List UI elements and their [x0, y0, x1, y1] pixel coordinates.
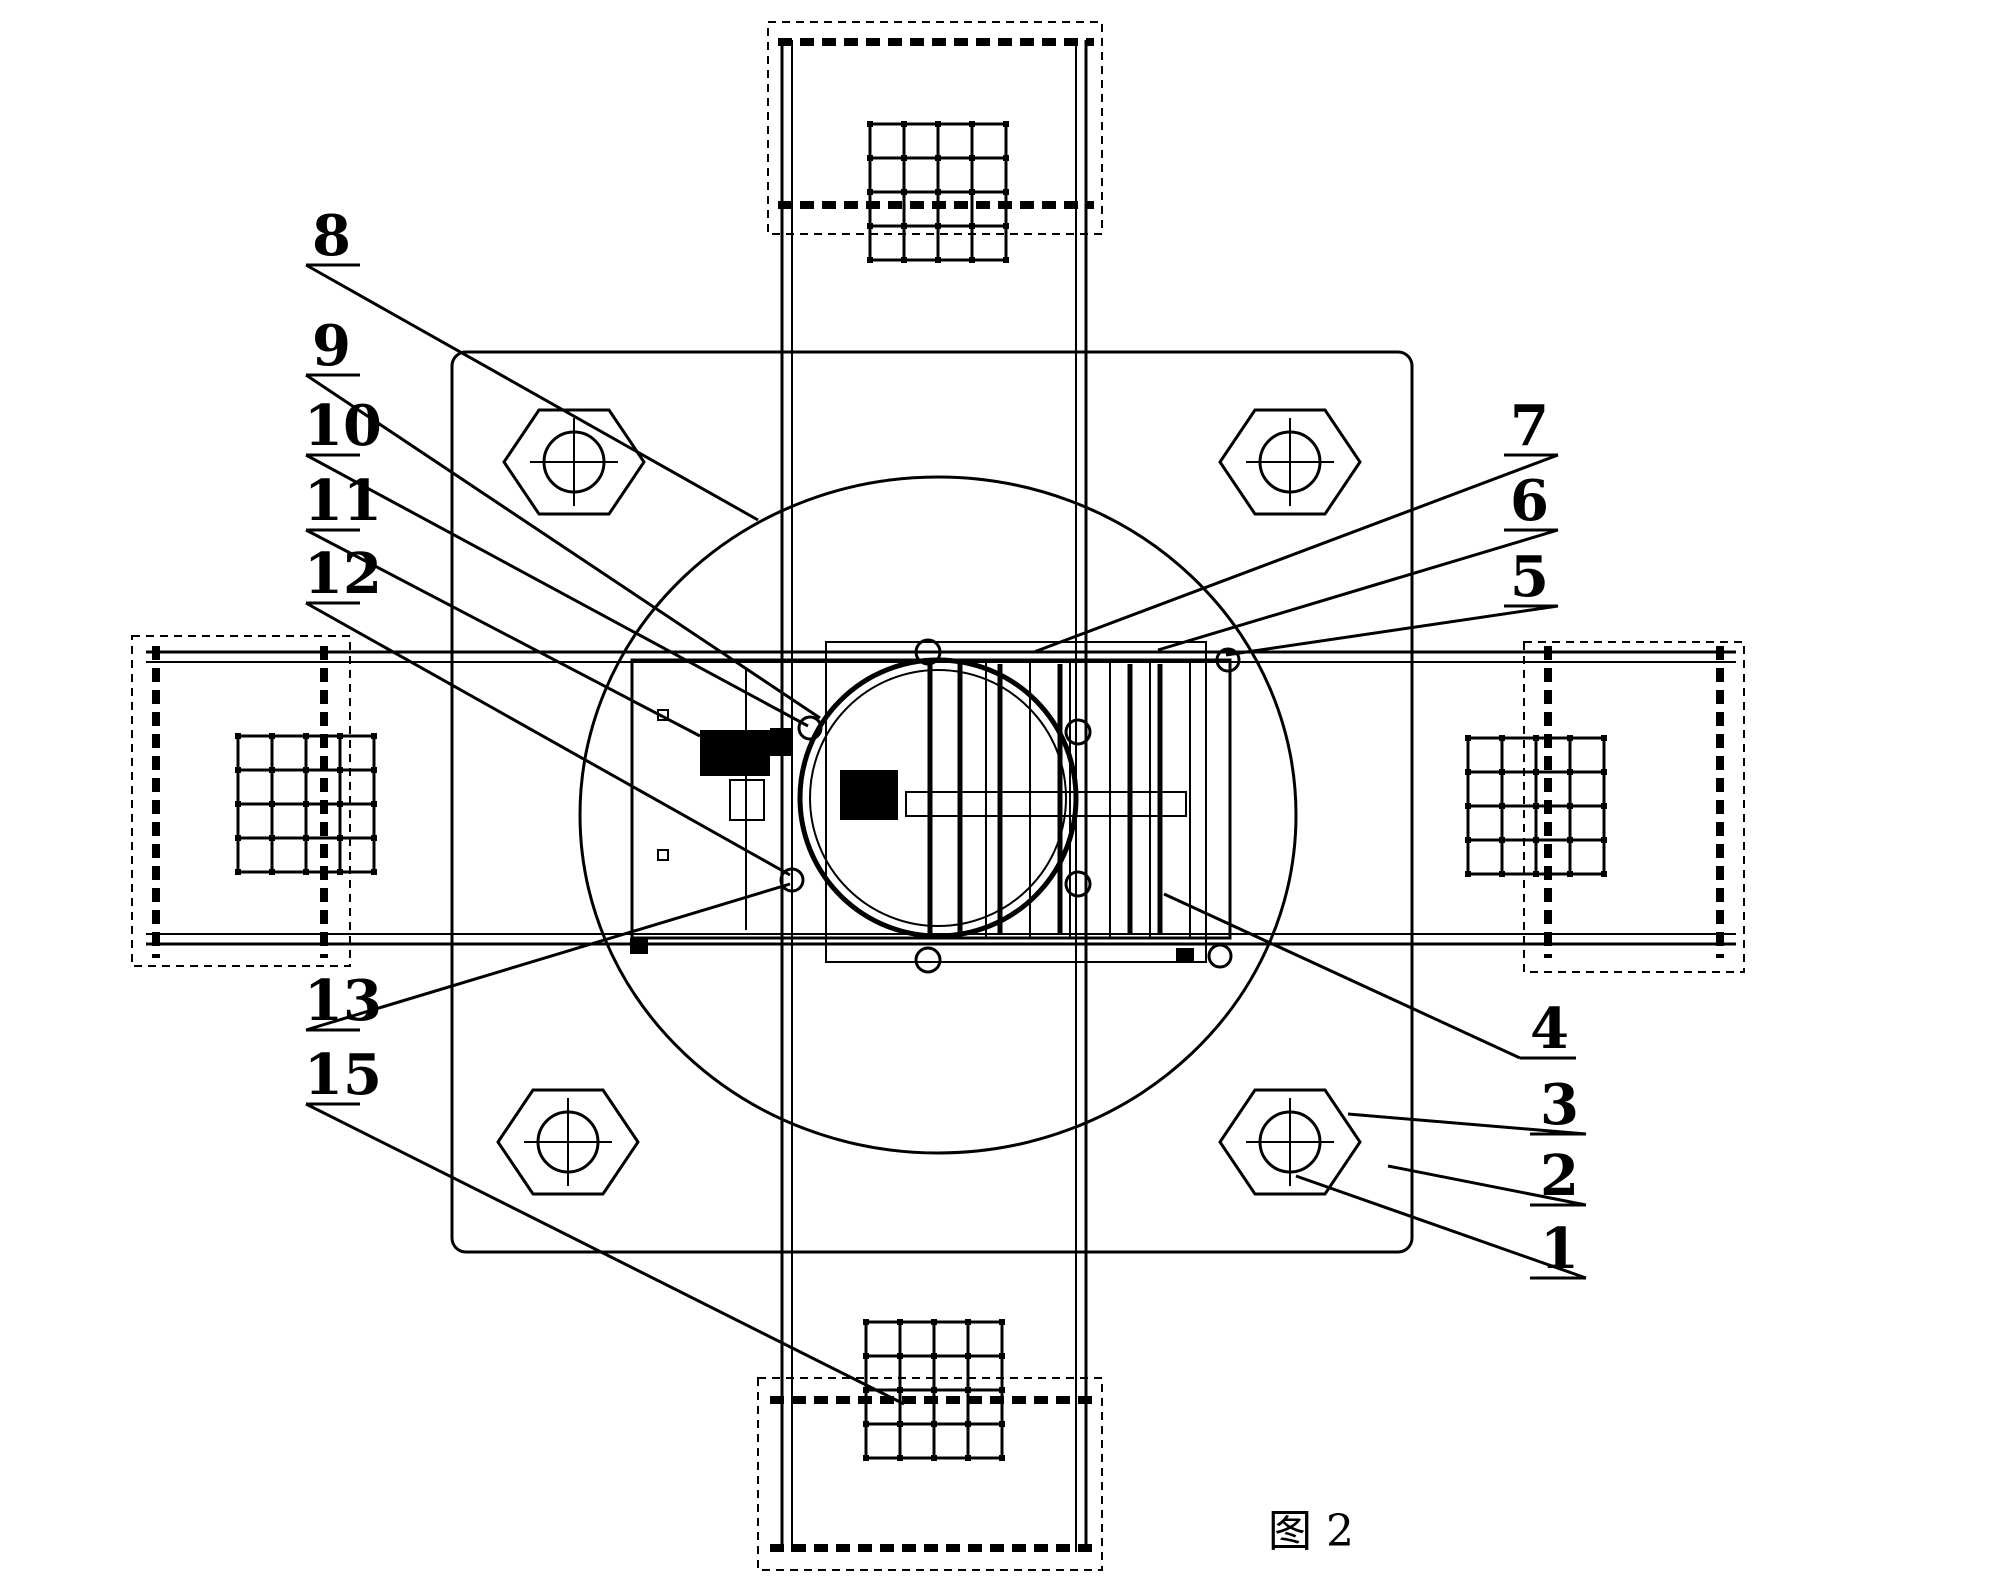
- callout-15: 15: [304, 1042, 382, 1108]
- grid-pad: [863, 1319, 1005, 1461]
- grid-pad: [235, 733, 377, 875]
- grid-pad: [867, 121, 1009, 263]
- bolt-hex: [1218, 1088, 1362, 1196]
- grid-pads: [235, 121, 1607, 1461]
- callout-11: 11: [304, 468, 382, 534]
- callout-12: 12: [304, 541, 382, 607]
- turntable-circle: [578, 475, 1298, 1155]
- callout-8: 8: [312, 203, 351, 269]
- bolt-hex: [1218, 408, 1362, 516]
- callout-4: 4: [1530, 996, 1569, 1062]
- callout-2: 2: [1540, 1143, 1579, 1209]
- callout-6: 6: [1510, 468, 1549, 534]
- callout-9: 9: [312, 313, 351, 379]
- callout-10: 10: [304, 393, 382, 459]
- vertical-outrigger: [757, 21, 1103, 1571]
- figure-caption: 图 2: [1268, 1506, 1354, 1557]
- callout-13: 13: [304, 968, 382, 1034]
- callout-labels: 8 9 10 11 12 13 15 7 6 5 4 3 2 1: [304, 203, 1579, 1282]
- base-plate: [450, 350, 1414, 1254]
- bolt-hex: [496, 1088, 640, 1196]
- callout-3: 3: [1540, 1072, 1579, 1138]
- callout-7: 7: [1510, 393, 1549, 459]
- grid-pad: [1465, 735, 1607, 877]
- central-frame: [630, 638, 1241, 974]
- anchor-bolts: [496, 408, 1362, 1196]
- bolt-hex: [502, 408, 646, 516]
- callout-5: 5: [1510, 544, 1549, 610]
- callout-1: 1: [1540, 1216, 1579, 1282]
- leader-lines: [305, 263, 1587, 1406]
